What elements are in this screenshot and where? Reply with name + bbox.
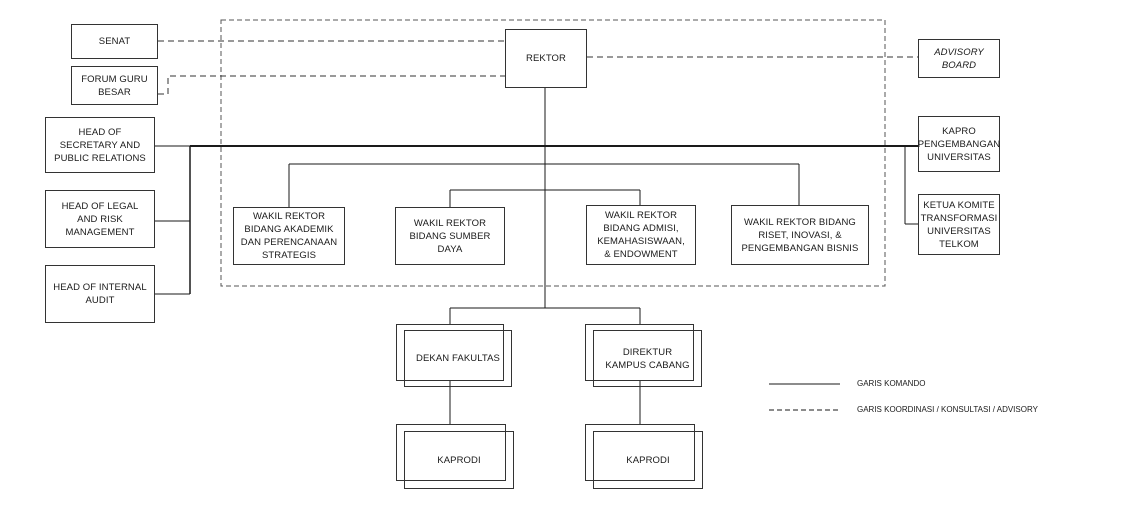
senat-box[interactable]: SENAT xyxy=(71,24,158,59)
dekan-fakultas-back-box xyxy=(396,324,504,381)
kaprodi-2-box[interactable]: KAPRODI xyxy=(593,431,703,489)
dekan-fakultas-box[interactable]: DEKAN FAKULTAS xyxy=(404,330,512,387)
kaprodi-1-box[interactable]: KAPRODI xyxy=(404,431,514,489)
wr-sumber-daya-box[interactable]: WAKIL REKTOR BIDANG SUMBER DAYA xyxy=(395,207,505,265)
rektor-group-dashed-border xyxy=(220,19,886,287)
coordination-lines xyxy=(158,40,918,95)
kaprodi-1-back-box xyxy=(396,424,506,481)
head-secretary-box[interactable]: HEAD OF SECRETARY AND PUBLIC RELATIONS xyxy=(45,117,155,173)
kapro-pengembangan-box[interactable]: KAPRO PENGEMBANGAN UNIVERSITAS xyxy=(918,116,1000,172)
advisory-board-box[interactable]: ADVISORY BOARD xyxy=(918,39,1000,78)
legend-solid-label: GARIS KOMANDO xyxy=(857,379,926,388)
head-audit-box[interactable]: HEAD OF INTERNAL AUDIT xyxy=(45,265,155,323)
direktur-kampus-back-box xyxy=(585,324,694,381)
head-legal-box[interactable]: HEAD OF LEGAL AND RISK MANAGEMENT xyxy=(45,190,155,248)
wr-riset-box[interactable]: WAKIL REKTOR BIDANG RISET, INOVASI, & PE… xyxy=(731,205,869,265)
wr-admisi-box[interactable]: WAKIL REKTOR BIDANG ADMISI, KEMAHASISWAA… xyxy=(586,205,696,265)
forum-guru-besar-box[interactable]: FORUM GURU BESAR xyxy=(71,66,158,105)
direktur-kampus-box[interactable]: DIREKTUR KAMPUS CABANG xyxy=(593,330,702,387)
rektor-box[interactable]: REKTOR xyxy=(505,29,587,88)
legend-dashed-label: GARIS KOORDINASI / KONSULTASI / ADVISORY xyxy=(857,405,1038,414)
kaprodi-2-back-box xyxy=(585,424,695,481)
ketua-komite-box[interactable]: KETUA KOMITE TRANSFORMASI UNIVERSITAS TE… xyxy=(918,194,1000,255)
wr-akademik-box[interactable]: WAKIL REKTOR BIDANG AKADEMIK DAN PERENCA… xyxy=(233,207,345,265)
command-lines xyxy=(155,88,918,424)
